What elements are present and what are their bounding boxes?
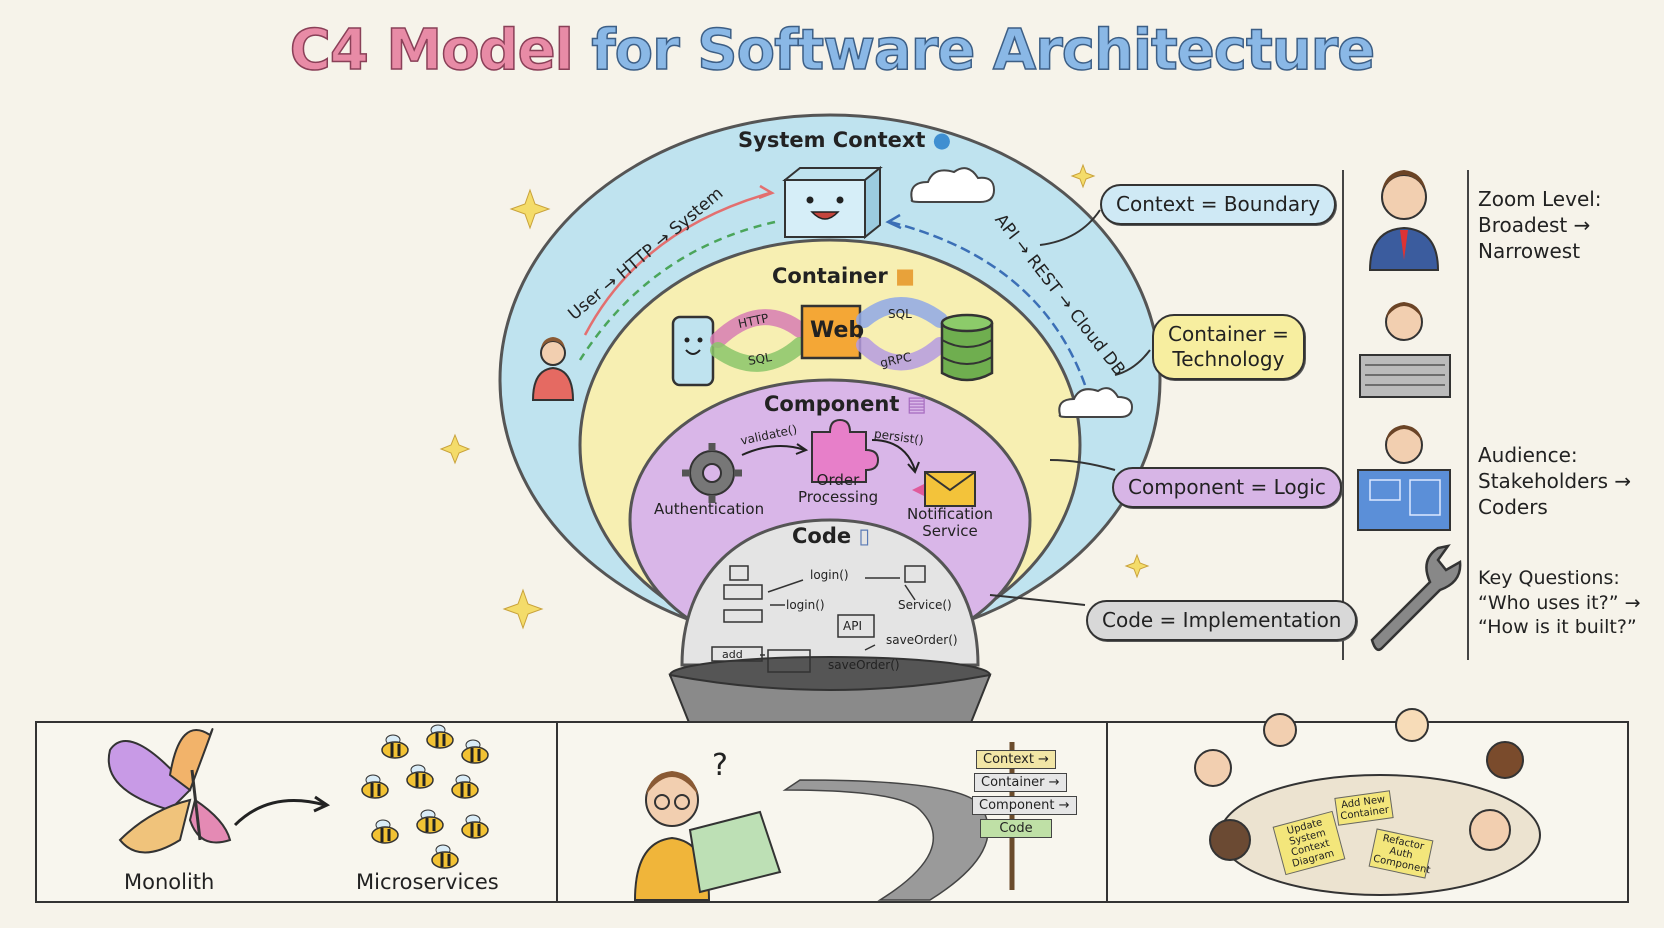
login-label-2: login() <box>786 598 825 612</box>
authentication-label: Authentication <box>654 500 765 518</box>
bee-icon <box>371 819 399 844</box>
user-to-system-arrow <box>583 191 771 336</box>
persist-arrow <box>871 439 916 471</box>
context-callout-tail <box>1039 209 1101 246</box>
wrench-icon <box>1370 544 1462 651</box>
monolith-label: Monolith <box>124 870 215 894</box>
code-label: Code ▯ <box>792 524 870 548</box>
box-icon: ■ <box>895 264 915 288</box>
sql-link-left <box>710 337 808 372</box>
monolith-to-micro-arrow <box>233 799 326 827</box>
bee-icon <box>381 734 409 759</box>
document-icon: ▯ <box>858 524 870 548</box>
cloud-to-system-arrow <box>889 220 1087 386</box>
svg-text:?: ? <box>712 748 728 783</box>
container-callout-tail <box>1114 349 1151 376</box>
web-label: Web <box>810 318 865 343</box>
user-person-icon <box>531 337 575 401</box>
saveorder-label-1: saveOrder() <box>886 633 958 647</box>
http-link <box>710 309 808 348</box>
sql-label-right: SQL <box>888 307 912 321</box>
microservices-label: Microservices <box>356 870 499 894</box>
order-processing-label: Order Processing <box>798 471 879 506</box>
bee-icon <box>461 739 489 764</box>
globe-icon: ● <box>932 128 952 152</box>
system-context-label: System Context ● <box>738 128 952 152</box>
component-label: Component ▤ <box>764 392 927 416</box>
login-label-1: login() <box>810 568 849 582</box>
puzzle-icon <box>811 418 880 483</box>
code-sketch <box>711 565 926 673</box>
bee-icon <box>461 814 489 839</box>
road <box>782 779 989 901</box>
envelope-icon <box>912 471 976 507</box>
architect-blueprint-icon <box>1357 425 1451 531</box>
audience-note: Audience: Stakeholders → Coders <box>1478 443 1632 519</box>
code-callout-tail <box>989 594 1086 606</box>
validate-arrow <box>741 445 806 456</box>
executive-person-icon <box>1368 170 1440 271</box>
confused-traveler-icon: ? <box>633 748 782 901</box>
container-label: Container ■ <box>772 264 915 288</box>
cloud-icon <box>910 167 996 203</box>
add-label: add <box>722 648 743 661</box>
page-title: C4 Model for Software Architecture <box>0 17 1664 84</box>
cloud-icon <box>1058 387 1134 418</box>
component-callout-tail <box>1049 459 1116 471</box>
developer-keyboard-icon <box>1359 302 1451 398</box>
context-callout: Context = Boundary <box>1100 184 1337 225</box>
sign-code: Code <box>980 819 1052 838</box>
api-label: API <box>843 619 862 633</box>
database-icon <box>940 313 994 382</box>
phone-icon <box>671 315 715 387</box>
key-questions-note: Key Questions: “Who uses it?” → “How is … <box>1478 567 1641 639</box>
code-callout: Code = Implementation <box>1086 600 1358 641</box>
component-callout: Component = Logic <box>1112 467 1342 508</box>
butterfly-icon <box>107 728 232 854</box>
bee-swarm-icon <box>361 724 489 869</box>
system-to-user-arrow <box>578 220 776 361</box>
sign-component: Component → <box>972 796 1077 815</box>
sign-context: Context → <box>976 750 1056 769</box>
bee-icon <box>361 774 389 799</box>
web-box <box>800 304 862 360</box>
service-label: Service() <box>898 598 952 612</box>
code-dome <box>680 518 980 667</box>
bee-icon <box>431 844 459 869</box>
saveorder-label-2: saveOrder() <box>828 658 900 672</box>
title-part-1: C4 Model <box>289 17 575 84</box>
cart-icon: ▤ <box>906 392 927 416</box>
bee-icon <box>451 774 479 799</box>
zoom-level-note: Zoom Level: Broadest → Narrowest <box>1478 187 1602 263</box>
sign-container: Container → <box>974 773 1067 792</box>
notification-service-label: Notification Service <box>906 505 994 540</box>
grpc-link <box>856 337 948 371</box>
container-callout: Container = Technology <box>1152 314 1305 380</box>
gear-icon <box>682 443 742 503</box>
bee-icon <box>426 724 454 749</box>
sql-link-right <box>856 297 948 328</box>
bee-icon <box>416 809 444 834</box>
sparkle-icon <box>439 163 1150 630</box>
title-part-2: for Software Architecture <box>591 17 1376 84</box>
system-box-icon <box>782 165 883 240</box>
bee-icon <box>406 764 434 789</box>
